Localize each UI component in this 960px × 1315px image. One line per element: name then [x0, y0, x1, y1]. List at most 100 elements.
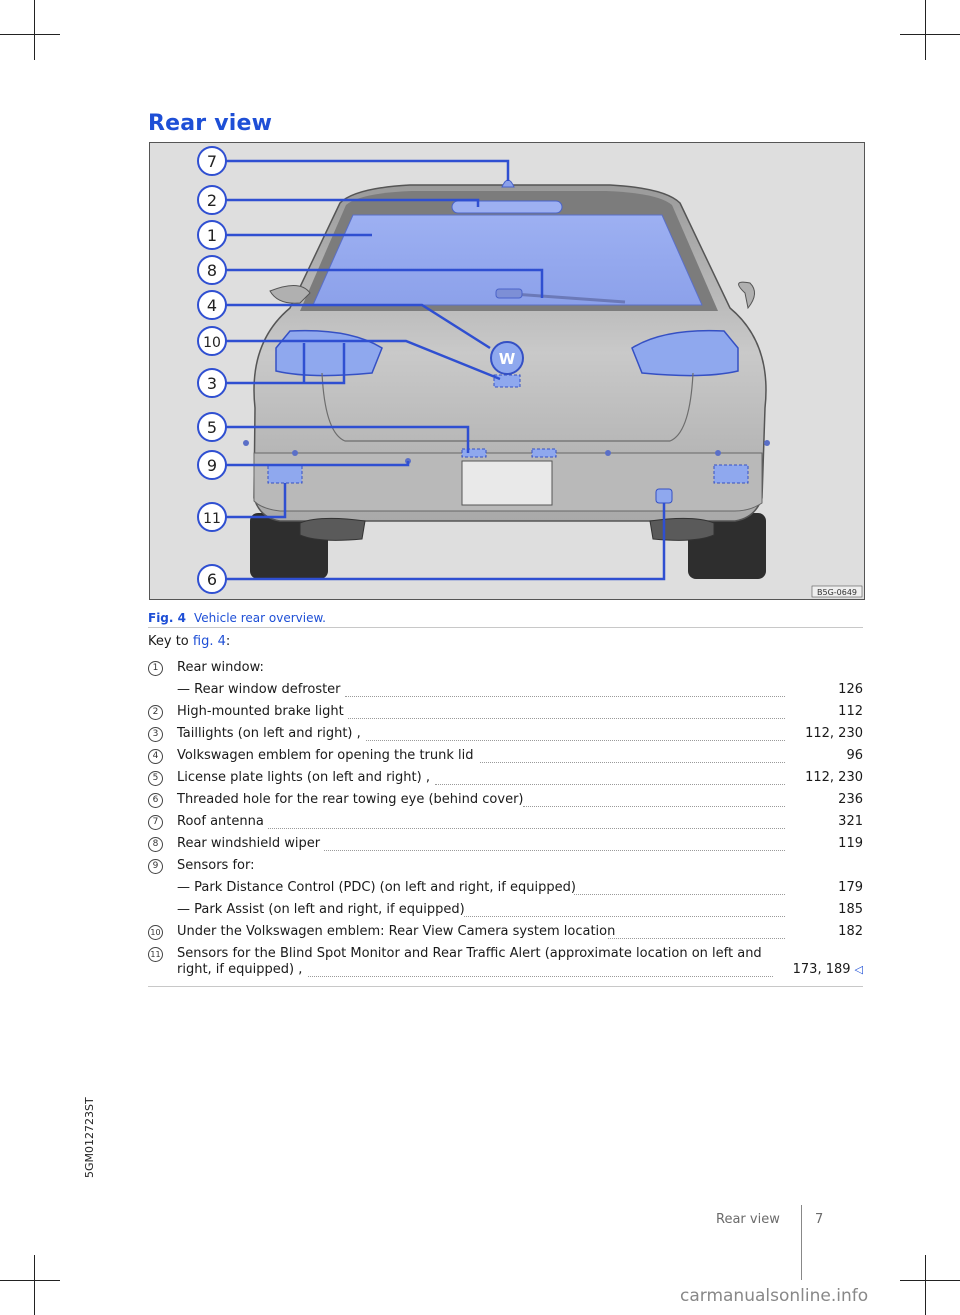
svg-text:7: 7 [207, 152, 217, 171]
page-reference[interactable]: 179 [838, 880, 863, 895]
page-reference: 173, 189◁ [793, 962, 863, 977]
crop-mark [900, 1280, 960, 1281]
list-item: — Park Distance Control (PDC) (on left a… [148, 878, 863, 900]
key-heading: Key to fig. 4: [148, 634, 230, 649]
plate-light-right [531, 448, 557, 458]
page-reference[interactable]: 126 [838, 682, 863, 697]
item-number-badge: 5 [148, 771, 163, 786]
svg-text:6: 6 [207, 570, 217, 589]
page-reference[interactable]: 96 [846, 748, 863, 763]
page-reference[interactable]: 119 [838, 836, 863, 851]
list-item: 3 Taillights (on left and right) , 112, … [148, 724, 863, 746]
plate-light-left [461, 448, 487, 458]
svg-text:4: 4 [207, 296, 217, 315]
item-number-badge: 1 [148, 661, 163, 676]
page-reference[interactable]: 321 [838, 814, 863, 829]
key-suffix: : [225, 634, 231, 649]
document-code: 5GM012723ST [83, 1097, 96, 1178]
leader-8 [226, 268, 544, 298]
item-label: Rear window: [177, 660, 264, 675]
trunk-line [321, 372, 694, 442]
leader-11 [226, 483, 287, 519]
callout-6: 6 [197, 564, 227, 594]
page-reference[interactable]: 112, 230 [805, 726, 863, 741]
list-item: — Rear window defroster 126 [148, 680, 863, 702]
right-exhaust [649, 517, 715, 541]
end-of-section-icon: ◁ [854, 963, 863, 976]
key-prefix: Key to [148, 634, 193, 649]
callout-3: 3 [197, 368, 227, 398]
list-item: 7 Roof antenna 321 [148, 812, 863, 834]
list-item: 4 Volkswagen emblem for opening the trun… [148, 746, 863, 768]
dot-leader [464, 902, 785, 917]
svg-text:2: 2 [207, 191, 217, 210]
item-label: Threaded hole for the rear towing eye (b… [177, 792, 524, 807]
callout-4: 4 [197, 290, 227, 320]
list-item: 9 Sensors for: [148, 856, 863, 878]
item-number-badge: 9 [148, 859, 163, 874]
svg-text:5: 5 [207, 418, 217, 437]
footer-page-number: 7 [815, 1212, 824, 1227]
leader-6 [226, 503, 666, 581]
left-exhaust [299, 517, 366, 541]
item-label: License plate lights (on left and right)… [177, 770, 430, 785]
section-end-rule [148, 986, 863, 987]
svg-text:8: 8 [207, 261, 217, 280]
list-item: 1 Rear window: [148, 658, 863, 680]
svg-text:10: 10 [203, 335, 221, 351]
page-reference[interactable]: 185 [838, 902, 863, 917]
item-label: — Park Distance Control (PDC) (on left a… [177, 880, 576, 895]
crop-mark [34, 1255, 35, 1315]
leader-2 [226, 198, 480, 207]
dot-leader [308, 962, 773, 977]
page-reference-value[interactable]: 173, 189 [792, 962, 851, 977]
svg-text:1: 1 [207, 226, 217, 245]
footer-divider [801, 1205, 802, 1280]
park-sensor [243, 440, 249, 446]
list-item: — Park Assist (on left and right, if equ… [148, 900, 863, 922]
image-code: B5G-0649 [817, 588, 857, 597]
dot-leader [348, 704, 785, 719]
page-reference[interactable]: 236 [838, 792, 863, 807]
park-sensor [715, 450, 721, 456]
list-item: 6 Threaded hole for the rear towing eye … [148, 790, 863, 812]
item-label: Taillights (on left and right) , [177, 726, 361, 741]
callout-9: 9 [197, 450, 227, 480]
figure-reference-link[interactable]: fig. 4 [192, 634, 226, 649]
item-number-badge: 11 [148, 947, 163, 962]
page-reference[interactable]: 112, 230 [805, 770, 863, 785]
crop-mark [900, 34, 960, 35]
park-sensor [292, 450, 298, 456]
dot-leader [268, 814, 785, 829]
page-reference[interactable]: 112 [838, 704, 863, 719]
item-number-badge: 7 [148, 815, 163, 830]
right-mirror [738, 281, 755, 310]
blind-spot-sensor-left [267, 464, 303, 484]
item-label: — Rear window defroster [177, 682, 341, 697]
item-label: — Park Assist (on left and right, if equ… [177, 902, 465, 917]
crop-mark [34, 0, 35, 60]
page-reference[interactable]: 182 [838, 924, 863, 939]
item-number-badge: 3 [148, 727, 163, 742]
brake-light [451, 200, 563, 214]
license-plate [461, 460, 553, 506]
item-number-badge: 2 [148, 705, 163, 720]
crop-mark [925, 1255, 926, 1315]
crop-mark [0, 1280, 60, 1281]
list-item: 10 Under the Volkswagen emblem: Rear Vie… [148, 922, 863, 944]
item-label: Sensors for the Blind Spot Monitor and R… [177, 946, 762, 961]
svg-text:9: 9 [207, 456, 217, 475]
towing-eye-cover [655, 488, 673, 504]
item-number-badge: 8 [148, 837, 163, 852]
dot-leader [366, 726, 785, 741]
list-item: 11 Sensors for the Blind Spot Monitor an… [148, 944, 863, 982]
park-sensor [764, 440, 770, 446]
leader-4 [226, 303, 491, 350]
key-list: 1 Rear window: — Rear window defroster 1… [148, 658, 863, 982]
item-label: Rear windshield wiper [177, 836, 321, 851]
vehicle-rear-illustration: W [149, 142, 865, 600]
camera-location [493, 374, 521, 388]
watermark: carmanualsonline.info [680, 1286, 869, 1306]
dot-leader [523, 792, 785, 807]
